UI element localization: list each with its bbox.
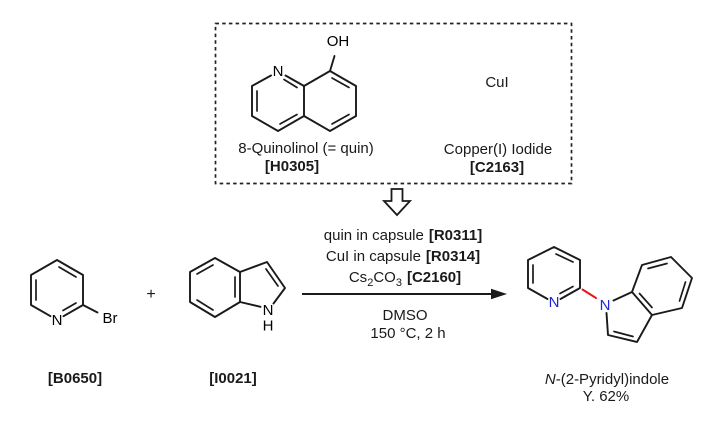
product-yield: Y. 62%: [582, 388, 630, 405]
copper-iodide-code: [C2163]: [469, 159, 525, 176]
condition-quin-text: quin in capsule: [323, 227, 424, 244]
quinolinol-structure: N OH: [251, 33, 357, 132]
indole-structure: N H: [189, 257, 286, 335]
condition-quin-code: [R0311]: [428, 227, 483, 244]
product-name-rest: -(2-Pyridyl)indole: [555, 371, 670, 388]
copper-iodide-name: Copper(I) Iodide: [443, 141, 553, 158]
transfer-down-arrow-icon: [381, 188, 413, 217]
quinolinol-code: [H0305]: [264, 158, 320, 175]
copper-iodide-formula: CuI: [485, 74, 509, 91]
product-indole-n-atom: N: [600, 297, 611, 314]
base-sub-2: 3: [395, 277, 402, 289]
condition-line-quin: quin in capsule[R0311]: [324, 227, 482, 244]
product-name: N-(2-Pyridyl)indole: [545, 371, 669, 388]
bromopyridine-structure: N Br: [30, 259, 118, 329]
bromopyridine-n-atom: N: [52, 312, 63, 329]
base-formula: Cs2CO3: [348, 269, 402, 289]
quinolinol-n-atom: N: [273, 63, 284, 80]
quinolinol-name: 8-Quinolinol (= quin): [238, 140, 374, 157]
bromopyridine-code: [B0650]: [47, 370, 103, 387]
quinolinol-oh-group: OH: [327, 33, 350, 50]
product-pyridine-n-atom: N: [549, 294, 560, 311]
bromopyridine-br-atom: Br: [103, 310, 118, 327]
condition-cui-code: [R0314]: [425, 248, 481, 265]
new-c-n-bond: [581, 288, 597, 299]
solvent-label: DMSO: [382, 307, 428, 324]
condition-line-base: Cs2CO3[C2160]: [348, 269, 462, 289]
indole-h-atom: H: [263, 318, 274, 335]
reaction-arrow: [302, 288, 507, 300]
plus-sign: +: [146, 286, 156, 303]
indole-n-atom: N: [263, 302, 274, 319]
condition-line-cui: CuI in capsule[R0314]: [326, 248, 480, 265]
condition-cui-text: CuI in capsule: [325, 248, 421, 265]
product-structure: N N: [527, 246, 693, 343]
base-sub-1: 2: [367, 277, 374, 289]
catalyst-box-border: [214, 22, 573, 185]
product-name-italic-n: N: [544, 371, 556, 388]
base-code: [C2160]: [406, 269, 462, 286]
temperature-time-label: 150 °C, 2 h: [370, 325, 446, 342]
indole-code: [I0021]: [209, 370, 257, 387]
